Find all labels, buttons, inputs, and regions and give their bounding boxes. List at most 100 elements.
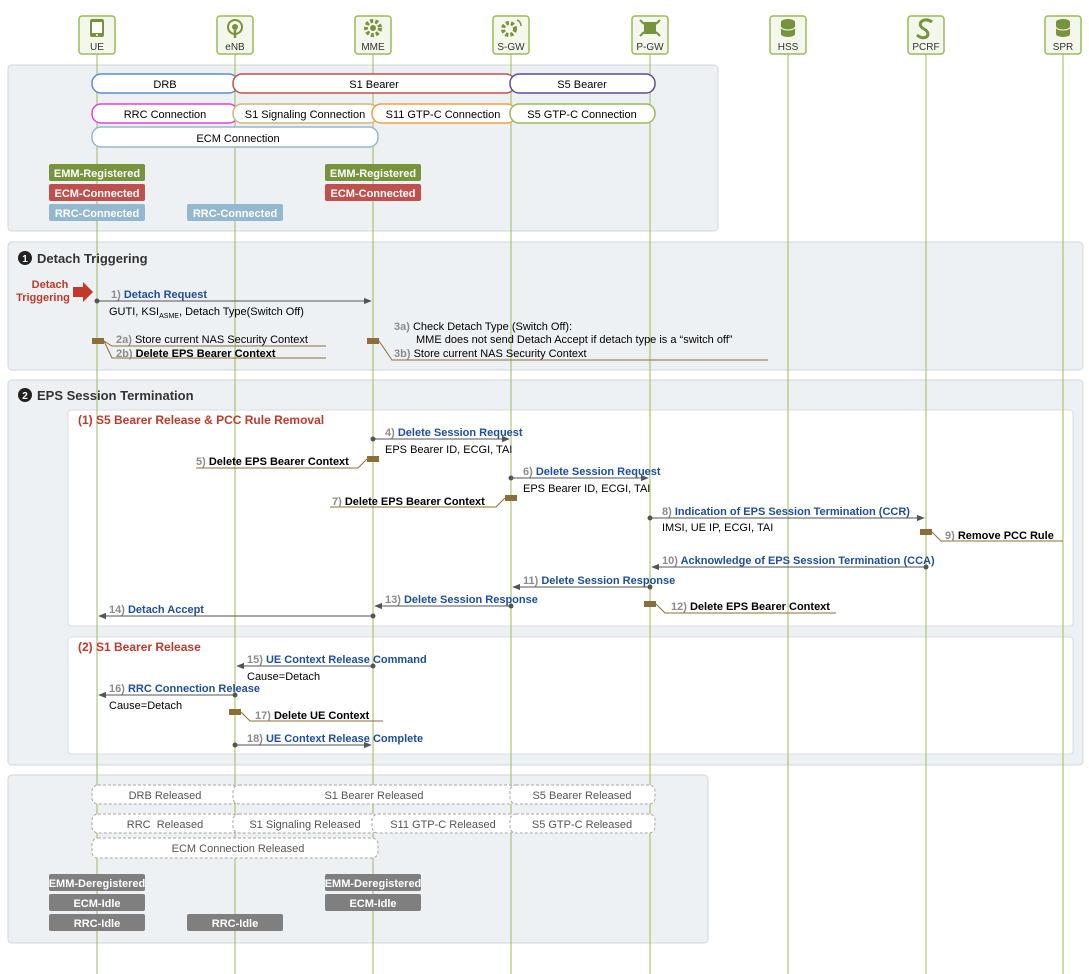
process-marker xyxy=(367,456,379,462)
ecm-connection-bar xyxy=(91,126,379,148)
svg-text:EMM-Registered: EMM-Registered xyxy=(54,168,140,180)
ue-emm-deregistered-badge xyxy=(49,874,145,891)
node-pcrf: PCRF xyxy=(907,15,945,55)
svg-text:GUTI, KSIASME, Detach Type(Swi: GUTI, KSIASME, Detach Type(Switch Off) xyxy=(109,306,304,320)
antenna-icon xyxy=(227,19,243,38)
enb-rrc-connected-badge xyxy=(187,204,283,221)
svg-text:ECM Connection Released: ECM Connection Released xyxy=(172,843,305,855)
enb-rrc-idle-badge xyxy=(187,914,283,931)
svg-text:2b) Delete EPS Bearer Context: 2b) Delete EPS Bearer Context xyxy=(116,348,276,360)
svg-text:PCRF: PCRF xyxy=(912,42,939,53)
sub1-panel xyxy=(67,409,1074,627)
svg-text:S1 Bearer Released: S1 Bearer Released xyxy=(324,790,423,802)
svg-text:2: 2 xyxy=(22,391,28,402)
initial-states: EMM-Registered ECM-Connected RRC-Connect… xyxy=(49,164,421,221)
database-icon xyxy=(1055,19,1071,37)
node-mme: MME xyxy=(354,15,392,55)
svg-text:7) Delete EPS Bearer Context: 7) Delete EPS Bearer Context xyxy=(332,496,485,508)
ue-ecm-connected-badge xyxy=(49,184,145,201)
svg-text:10) Acknowledge of EPS Session: 10) Acknowledge of EPS Session Terminati… xyxy=(662,555,935,567)
ecm-released-bar xyxy=(91,837,379,859)
svg-text:EMM-Deregistered: EMM-Deregistered xyxy=(49,878,146,890)
svg-text:ECM Connection: ECM Connection xyxy=(196,133,279,145)
svg-text:Cause=Detach: Cause=Detach xyxy=(247,671,320,683)
sub1-title: (1) S5 Bearer Release & PCC Rule Removal xyxy=(78,413,324,427)
svg-text:S1 Signaling Connection: S1 Signaling Connection xyxy=(245,109,365,121)
svg-text:6) Delete Session Request: 6) Delete Session Request xyxy=(523,466,661,478)
svg-text:RRC-Connected: RRC-Connected xyxy=(55,208,139,220)
section2: 2 EPS Session Termination (1) S5 Bearer … xyxy=(18,388,1063,749)
svg-text:MME does not send Detach Accep: MME does not send Detach Accept if detac… xyxy=(416,334,733,346)
database-icon xyxy=(780,19,796,37)
section2-number-badge xyxy=(18,388,32,402)
section1-panel xyxy=(7,241,1084,371)
svg-text:16) RRC Connection Release: 16) RRC Connection Release xyxy=(109,683,260,695)
node-spr: SPR xyxy=(1044,15,1082,55)
ue-rrc-idle-badge xyxy=(49,914,145,931)
mme-ecm-connected-badge xyxy=(325,184,421,201)
svg-text:2a) Store current NAS Security: 2a) Store current NAS Security Context xyxy=(116,334,308,346)
section1: 1 Detach Triggering Detach Triggering 1)… xyxy=(16,251,768,361)
section2-title: EPS Session Termination xyxy=(37,388,194,403)
svg-text:S11 GTP-C Connection: S11 GTP-C Connection xyxy=(386,109,501,121)
svg-text:S5 GTP-C Released: S5 GTP-C Released xyxy=(532,819,632,831)
svg-text:SPR: SPR xyxy=(1053,42,1074,53)
svg-text:UE: UE xyxy=(90,42,104,53)
svg-text:ECM-Connected: ECM-Connected xyxy=(331,188,416,200)
svg-text:EPS Bearer ID, ECGI, TAI: EPS Bearer ID, ECGI, TAI xyxy=(385,444,512,456)
svg-text:9) Remove PCC Rule: 9) Remove PCC Rule xyxy=(945,530,1054,542)
svg-text:13) Delete Session Response: 13) Delete Session Response xyxy=(385,594,538,606)
svg-text:5) Delete EPS Bearer Context: 5) Delete EPS Bearer Context xyxy=(196,456,349,468)
svg-text:S5 Bearer Released: S5 Bearer Released xyxy=(532,790,631,802)
svg-text:RRC-Idle: RRC-Idle xyxy=(212,918,258,930)
node-hss: HSS xyxy=(769,15,807,55)
router-icon xyxy=(639,19,661,37)
svg-text:ECM-Connected: ECM-Connected xyxy=(55,188,140,200)
svg-text:ECM-Idle: ECM-Idle xyxy=(349,898,396,910)
mme-emm-registered-badge xyxy=(325,164,421,181)
svg-text:DRB: DRB xyxy=(153,79,176,91)
initial-bearers: DRB S1 Bearer S5 Bearer RRC Connection S… xyxy=(91,73,656,148)
ue-emm-registered-badge xyxy=(49,164,145,181)
process-marker xyxy=(367,338,379,344)
svg-text:S1 Bearer: S1 Bearer xyxy=(349,79,399,91)
process-marker xyxy=(505,495,517,501)
svg-text:RRC-Connected: RRC-Connected xyxy=(193,208,277,220)
svg-text:EMM-Registered: EMM-Registered xyxy=(330,168,416,180)
svg-text:1: 1 xyxy=(22,254,28,265)
node-enb: eNB xyxy=(216,15,254,55)
process-marker xyxy=(229,709,241,715)
svg-text:8) Indication of EPS Session T: 8) Indication of EPS Session Termination… xyxy=(662,506,910,518)
process-marker xyxy=(92,338,104,344)
svg-text:Cause=Detach: Cause=Detach xyxy=(109,700,182,712)
svg-text:15) UE Context Release Command: 15) UE Context Release Command xyxy=(247,654,427,666)
gear-signal-icon xyxy=(501,19,522,37)
svg-text:RRC Connection: RRC Connection xyxy=(124,109,207,121)
ue-rrc-connected-badge xyxy=(49,204,145,221)
node-pgw: P-GW xyxy=(631,15,669,55)
svg-text:3a) Check Detach Type (Switch: 3a) Check Detach Type (Switch Off): xyxy=(394,321,572,333)
svg-text:4) Delete Session Request: 4) Delete Session Request xyxy=(385,427,523,439)
trigger-arrow-icon xyxy=(73,282,93,302)
svg-text:ECM-Idle: ECM-Idle xyxy=(73,898,120,910)
svg-text:18) UE Context Release Complet: 18) UE Context Release Complete xyxy=(247,733,423,745)
s11-gtpc-released-bar xyxy=(371,813,517,834)
process-marker xyxy=(644,601,656,607)
gear-icon xyxy=(364,19,382,37)
ue-ecm-idle-badge xyxy=(49,894,145,911)
svg-text:Detach: Detach xyxy=(32,279,69,291)
s5-gtpc-released-bar xyxy=(509,813,656,834)
svg-text:S1 Signaling Released: S1 Signaling Released xyxy=(249,819,360,831)
svg-text:RRC-Idle: RRC-Idle xyxy=(74,918,120,930)
mme-emm-deregistered-badge xyxy=(325,874,421,891)
svg-text:12) Delete EPS Bearer Context: 12) Delete EPS Bearer Context xyxy=(671,601,830,613)
svg-text:S5 GTP-C Connection: S5 GTP-C Connection xyxy=(527,109,636,121)
svg-text:17) Delete UE Context: 17) Delete UE Context xyxy=(255,710,370,722)
section1-title: Detach Triggering xyxy=(37,251,148,266)
svg-text:S11 GTP-C Released: S11 GTP-C Released xyxy=(390,819,496,831)
svg-text:S-GW: S-GW xyxy=(497,42,525,53)
process-marker xyxy=(920,529,932,535)
s5-bearer-released-bar xyxy=(509,784,656,805)
node-sgw: S-GW xyxy=(492,15,530,55)
svg-text:1) Detach Request: 1) Detach Request xyxy=(111,289,207,301)
